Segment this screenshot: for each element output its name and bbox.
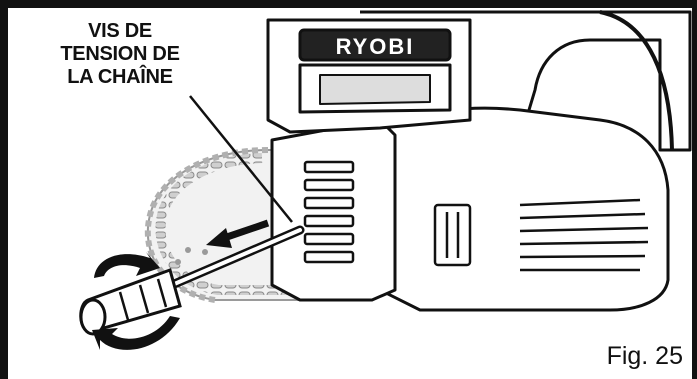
callout-line-1: VIS DE [40, 20, 200, 43]
callout-line-3: LA CHAÎNE [40, 66, 200, 89]
figure-label: Fig. 25 [607, 342, 683, 371]
ryobi-logo: RYOBI [336, 34, 415, 59]
tension-screw-callout: VIS DE TENSION DE LA CHAÎNE [40, 20, 200, 89]
callout-line-2: TENSION DE [40, 43, 200, 66]
